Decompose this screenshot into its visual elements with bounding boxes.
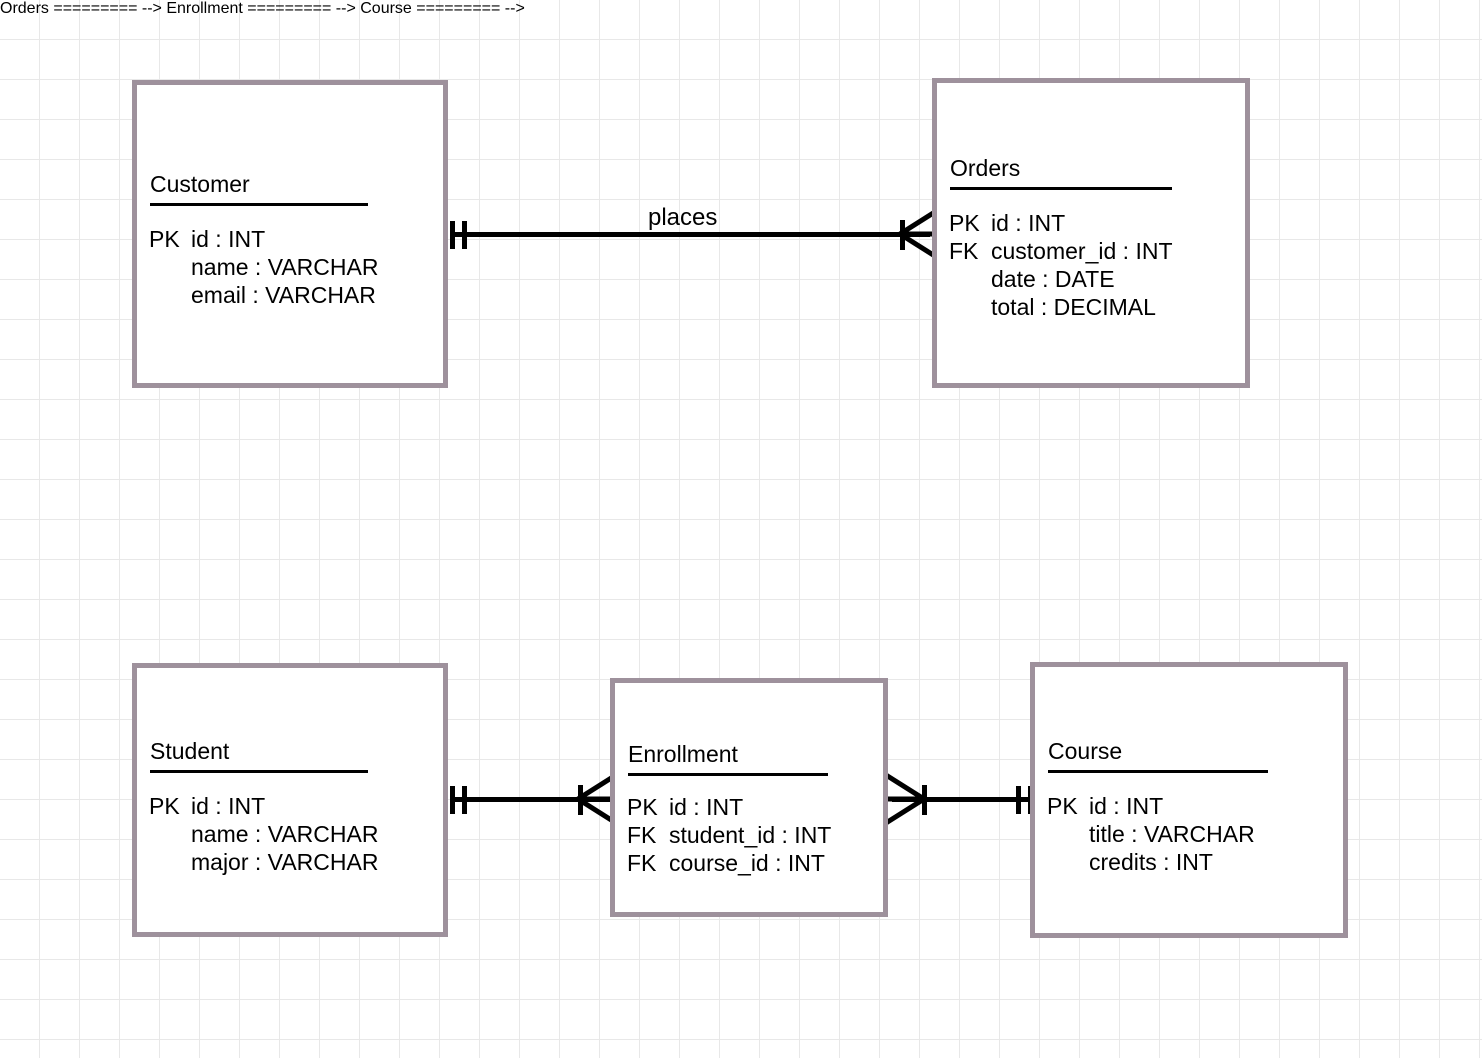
entity-enrollment[interactable]: Enrollment PK id : INT FK student_id : INT… bbox=[610, 678, 888, 917]
attribute-key: PK bbox=[1047, 793, 1078, 819]
attribute-row: PK id : INT bbox=[149, 792, 378, 820]
entity-orders-title-rule bbox=[950, 187, 1172, 190]
cardinality-one-and-only-one-tick-inner bbox=[462, 786, 467, 814]
attribute-name: student_id : INT bbox=[669, 822, 832, 848]
attribute-key: PK bbox=[149, 226, 180, 252]
entity-orders[interactable]: Orders PK id : INT FK customer_id : INT da… bbox=[932, 78, 1250, 388]
crows-foot-icon bbox=[576, 773, 618, 826]
entity-course-title: Course bbox=[1048, 738, 1123, 764]
attribute-row: FK student_id : INT bbox=[627, 821, 831, 849]
attribute-key: PK bbox=[627, 794, 658, 820]
attribute-name: course_id : INT bbox=[669, 850, 825, 876]
attribute-row: FK customer_id : INT bbox=[949, 237, 1173, 265]
attribute-name: customer_id : INT bbox=[991, 238, 1173, 264]
attribute-name: title : VARCHAR bbox=[1089, 821, 1255, 847]
cardinality-one-and-only-one-tick-outer bbox=[1016, 786, 1021, 814]
entity-student[interactable]: Student PK id : INT name : VARCHAR major … bbox=[132, 663, 448, 937]
relationship-line bbox=[450, 232, 930, 237]
attribute-name: id : INT bbox=[991, 210, 1066, 236]
entity-course-attributes: PK id : INT title : VARCHAR credits : INT bbox=[1047, 792, 1255, 876]
attribute-row: credits : INT bbox=[1047, 848, 1255, 876]
relationship-student-enrollment[interactable] bbox=[440, 773, 620, 829]
attribute-key: PK bbox=[949, 210, 980, 236]
entity-customer-attributes: PK id : INT name : VARCHAR email : VARCHA… bbox=[149, 225, 378, 309]
cardinality-one-and-only-one-tick-outer bbox=[450, 786, 455, 814]
attribute-row: name : VARCHAR bbox=[149, 820, 378, 848]
attribute-row: PK id : INT bbox=[1047, 792, 1255, 820]
entity-course[interactable]: Course PK id : INT title : VARCHAR credit… bbox=[1030, 662, 1348, 938]
entity-student-title: Student bbox=[150, 738, 230, 764]
relationship-customer-places-orders[interactable]: places bbox=[440, 204, 940, 264]
entity-course-title-rule bbox=[1048, 770, 1268, 773]
attribute-name: email : VARCHAR bbox=[191, 282, 376, 308]
entity-student-title-rule bbox=[150, 770, 368, 773]
attribute-row: FK course_id : INT bbox=[627, 849, 831, 877]
attribute-row: title : VARCHAR bbox=[1047, 820, 1255, 848]
attribute-name: name : VARCHAR bbox=[191, 254, 379, 280]
cardinality-one-and-only-one-tick-inner bbox=[462, 221, 467, 249]
attribute-name: date : DATE bbox=[991, 266, 1115, 292]
relationship-line bbox=[450, 797, 612, 802]
cardinality-one-and-only-one-tick-outer bbox=[450, 221, 455, 249]
attribute-row: email : VARCHAR bbox=[149, 281, 378, 309]
attribute-key: PK bbox=[149, 793, 180, 819]
crows-foot-icon bbox=[898, 208, 940, 261]
entity-enrollment-attributes: PK id : INT FK student_id : INT FK course_i… bbox=[627, 793, 831, 877]
attribute-row: total : DECIMAL bbox=[949, 293, 1173, 321]
attribute-row: PK id : INT bbox=[149, 225, 378, 253]
crows-foot-icon bbox=[884, 773, 926, 826]
entity-orders-title: Orders bbox=[950, 155, 1021, 181]
attribute-row: major : VARCHAR bbox=[149, 848, 378, 876]
entity-orders-attributes: PK id : INT FK customer_id : INT date : DA… bbox=[949, 209, 1173, 321]
attribute-name: id : INT bbox=[1089, 793, 1164, 819]
relationship-enrollment-course[interactable] bbox=[884, 773, 1036, 829]
entity-enrollment-title-rule bbox=[628, 773, 828, 776]
entity-customer-title: Customer bbox=[150, 171, 250, 197]
attribute-name: credits : INT bbox=[1089, 849, 1213, 875]
attribute-row: PK id : INT bbox=[949, 209, 1173, 237]
attribute-row: date : DATE bbox=[949, 265, 1173, 293]
attribute-name: name : VARCHAR bbox=[191, 821, 379, 847]
entity-customer[interactable]: Customer PK id : INT name : VARCHAR email… bbox=[132, 80, 448, 388]
attribute-row: PK id : INT bbox=[627, 793, 831, 821]
attribute-key: FK bbox=[627, 822, 657, 848]
attribute-name: id : INT bbox=[191, 226, 266, 252]
attribute-name: id : INT bbox=[669, 794, 744, 820]
entity-customer-title-rule bbox=[150, 203, 368, 206]
attribute-name: major : VARCHAR bbox=[191, 849, 379, 875]
attribute-row: name : VARCHAR bbox=[149, 253, 378, 281]
attribute-key: FK bbox=[627, 850, 657, 876]
attribute-key: FK bbox=[949, 238, 979, 264]
entity-student-attributes: PK id : INT name : VARCHAR major : VARCHA… bbox=[149, 792, 378, 876]
attribute-name: total : DECIMAL bbox=[991, 294, 1156, 320]
relationship-line bbox=[892, 797, 1030, 802]
attribute-name: id : INT bbox=[191, 793, 266, 819]
relationship-label: places bbox=[648, 204, 718, 231]
entity-enrollment-title: Enrollment bbox=[628, 741, 738, 767]
